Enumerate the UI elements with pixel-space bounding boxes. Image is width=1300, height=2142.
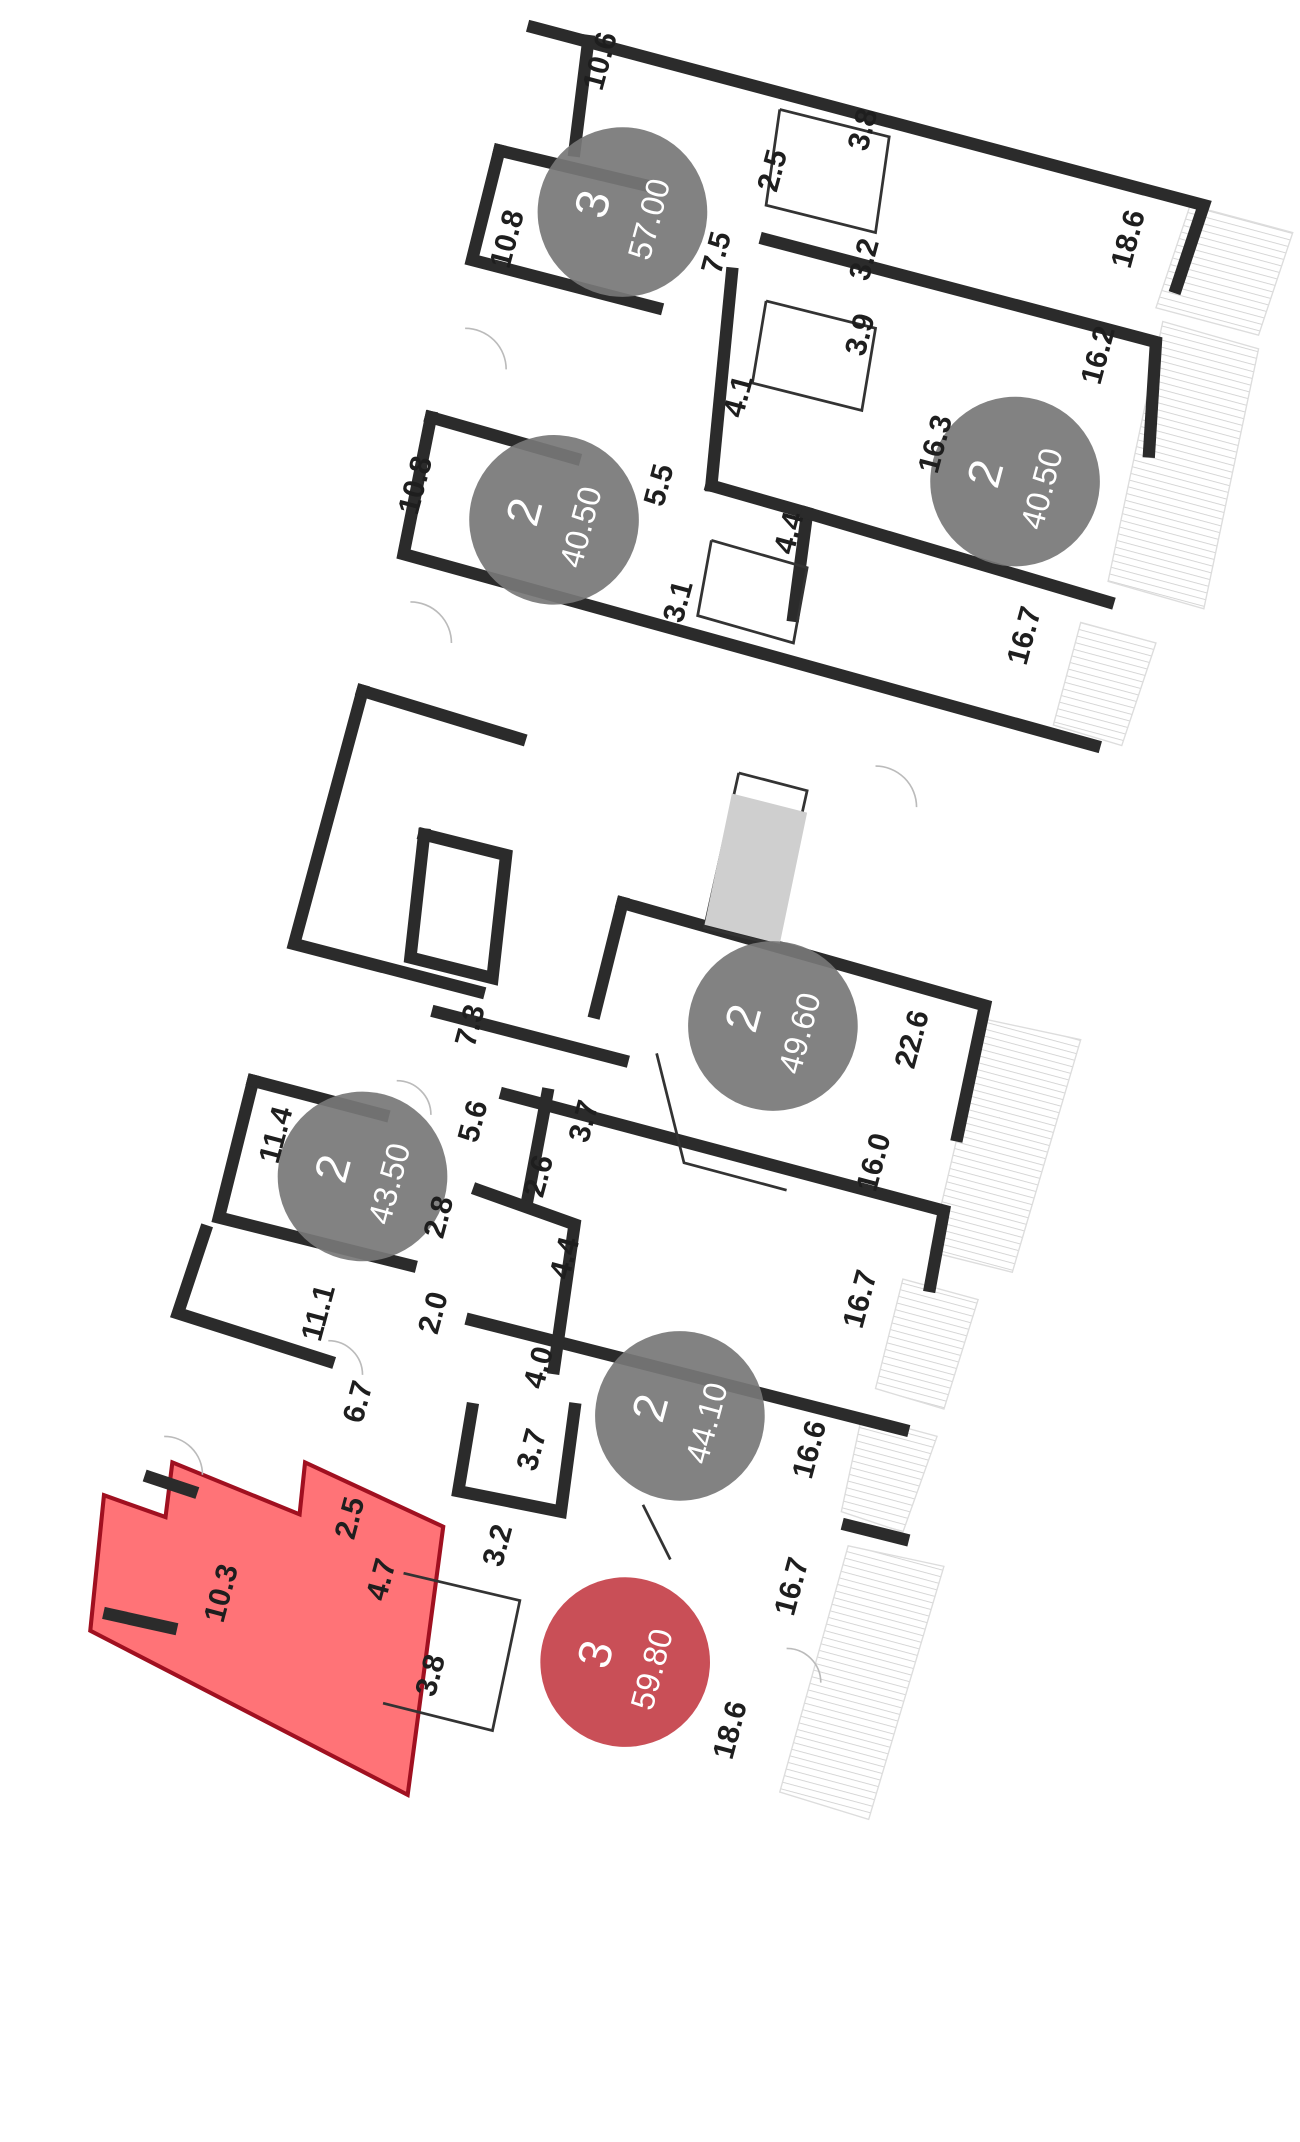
room-area-label: 16.6 (786, 1417, 833, 1482)
room-area-label: 3.7 (511, 1425, 554, 1474)
apartment-badge[interactable]: 2 43.50 (259, 1073, 467, 1281)
room-area-label: 2.5 (751, 146, 794, 195)
room-area-label: 16.0 (851, 1130, 898, 1195)
room-area-label: 5.6 (452, 1097, 495, 1146)
room-area-label: 3.7 (563, 1097, 606, 1146)
apartment-badge[interactable]: 3 57.00 (519, 108, 727, 316)
room-area-label: 18.6 (1105, 206, 1152, 271)
room-area-label: 10.8 (484, 206, 531, 271)
room-area-label: 22.6 (889, 1007, 936, 1072)
room-area-label: 2.6 (518, 1152, 561, 1201)
elevator-shaft (704, 793, 808, 944)
room-area-label: 3.1 (657, 577, 700, 626)
apartment-badge[interactable]: 2 44.10 (576, 1312, 784, 1520)
room-area-label: 4.0 (518, 1343, 561, 1392)
room-area-label: 3.2 (843, 235, 886, 284)
room-area-label: 16.7 (768, 1554, 815, 1619)
room-area-label: 18.6 (707, 1698, 754, 1763)
room-area-label: 11.1 (295, 1281, 342, 1344)
room-area-label: 7.3 (449, 1001, 492, 1050)
room-area-label: 6.7 (337, 1377, 380, 1426)
room-area-label: 4.4 (544, 1233, 587, 1282)
room-area-label: 16.7 (837, 1267, 884, 1332)
apartment-badge[interactable]: 2 40.50 (911, 378, 1119, 586)
apartment-badge[interactable]: 2 49.60 (669, 922, 877, 1130)
room-area-label: 16.7 (1001, 603, 1048, 668)
room-area-label: 2.0 (412, 1288, 455, 1337)
room-area-label: 3.9 (839, 310, 882, 359)
room-area-label: 16.2 (1075, 323, 1122, 388)
room-area-label: 10.8 (392, 453, 439, 518)
balconies (778, 204, 1294, 1821)
apartment-badge[interactable]: 2 40.50 (450, 416, 658, 624)
room-area-label: 5.5 (638, 461, 681, 510)
door-swings (164, 327, 918, 1683)
selected-apartment-highlight[interactable] (88, 1459, 446, 1798)
room-area-label: 3.2 (476, 1521, 519, 1570)
apartment-badge-selected[interactable]: 3 59.80 (521, 1558, 729, 1766)
